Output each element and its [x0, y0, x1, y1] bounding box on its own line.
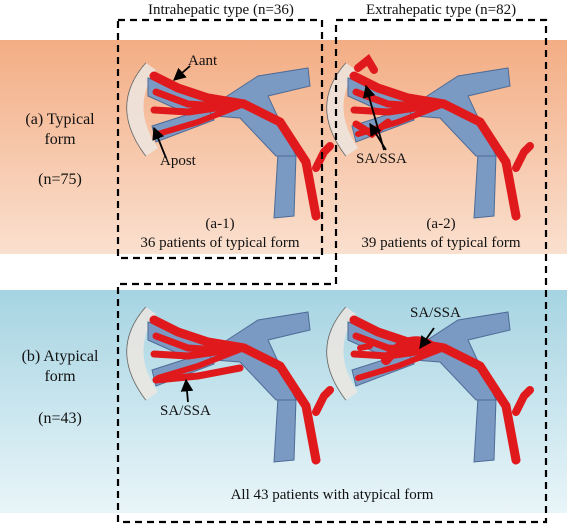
atypical-panels-caption: All 43 patients with atypical form [230, 487, 434, 503]
aant-arrow [173, 65, 191, 81]
a2-sa-ssa-arrow-lower [369, 122, 387, 151]
panel-b1-vessel-illustration [127, 307, 330, 462]
panel-a2-caption: 39 patients of typical form [361, 235, 521, 251]
atypical-row-label-line2: form [44, 368, 76, 385]
panel-a1-id: (a-1) [205, 216, 235, 232]
intrahepatic-group-outline [116, 18, 324, 260]
extrahepatic-column-header: Extrahepatic type (n=82) [366, 2, 517, 18]
atypical-row-count: (n=43) [38, 410, 82, 427]
panel-a2-id: (a-2) [426, 216, 456, 232]
a2-sa-ssa-arrow-upper [363, 84, 385, 151]
apost-label: Apost [160, 153, 196, 169]
panel-b2-vessel-illustration [327, 307, 530, 462]
b1-sa-ssa-label: SA/SSA [160, 403, 211, 419]
b1-sa-ssa-arrow [180, 378, 194, 403]
panel-a1-caption: 36 patients of typical form [140, 235, 300, 251]
typical-row-label-line1: (a) Typical [25, 111, 95, 128]
a2-sa-ssa-label: SA/SSA [356, 151, 407, 167]
b2-sa-ssa-arrow [419, 327, 435, 350]
typical-row-count: (n=75) [38, 171, 82, 188]
b2-sa-ssa-label: SA/SSA [410, 305, 461, 321]
panel-a1-vessel-illustration [127, 63, 330, 218]
aant-label: Aant [188, 53, 218, 69]
panel-a2-vessel-illustration [327, 54, 530, 218]
apost-arrow [152, 126, 167, 159]
atypical-row-label-line1: (b) Atypical [21, 348, 99, 365]
intrahepatic-column-header: Intrahepatic type (n=36) [148, 2, 294, 18]
typical-row-label-line2: form [44, 131, 76, 148]
extrahepatic-group-outline [116, 18, 548, 524]
